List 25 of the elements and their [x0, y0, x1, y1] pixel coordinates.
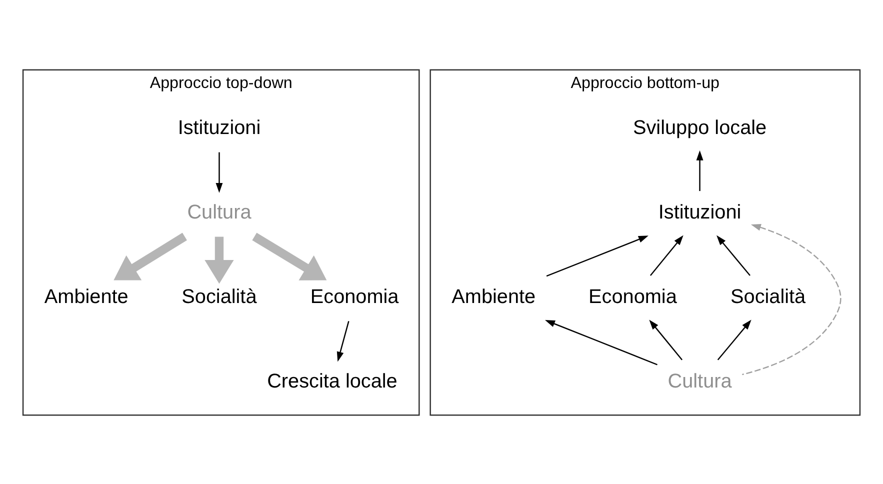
arrow — [216, 152, 223, 192]
node-text: Crescita locale — [267, 370, 398, 392]
node-text: Istituzioni — [658, 201, 742, 224]
node-text: Socialità — [182, 286, 257, 308]
arrow — [649, 319, 683, 360]
node-text: Ambiente — [452, 286, 536, 308]
arrow — [716, 234, 750, 276]
arrow — [204, 236, 234, 284]
arrow — [252, 232, 327, 280]
arrow — [650, 234, 684, 276]
arrow — [336, 320, 350, 362]
node-text: Economia — [310, 286, 399, 308]
arrow — [545, 320, 658, 365]
node-text: Cultura — [668, 370, 732, 392]
node-text: Socialità — [730, 286, 806, 308]
node-text: Cultura — [187, 201, 252, 224]
node-text: Sviluppo locale — [632, 116, 767, 139]
arrow — [696, 150, 704, 191]
node-text: Ambiente — [44, 286, 128, 308]
node-text: Istituzioni — [178, 116, 261, 139]
arrow — [546, 235, 648, 276]
arrow — [114, 232, 187, 280]
node-text: Economia — [588, 286, 677, 308]
arrow — [742, 224, 842, 375]
arrow — [717, 319, 752, 360]
